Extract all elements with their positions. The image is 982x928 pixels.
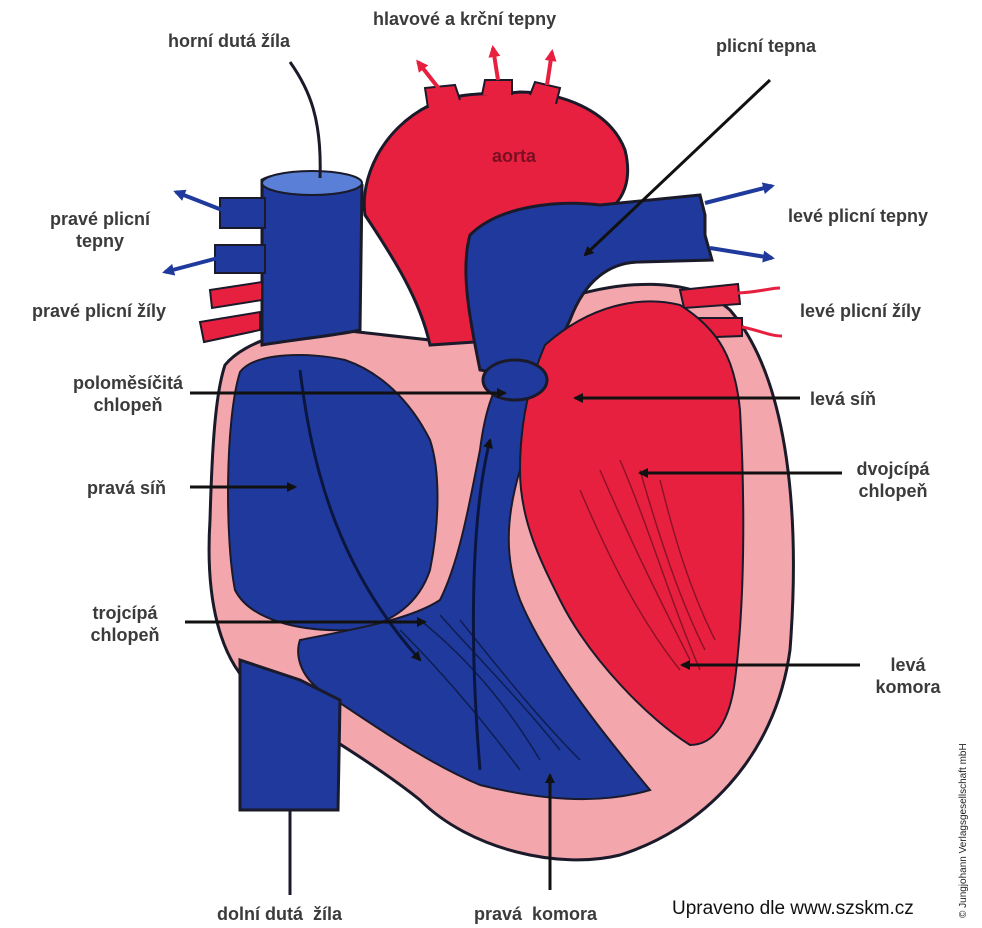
label-left-atrium: levá síň [810,389,877,409]
left-chordae [579,459,716,671]
right-pulm-vein-1 [208,280,263,310]
flow-curve-right-atrium [298,369,422,662]
svc-line [288,61,322,179]
left-pulm-artery-arrow-2 [709,246,775,263]
label-left-pulmonary-arteries: levé plicní tepny [788,206,929,226]
label-aorta: aorta [492,146,537,166]
left-pulm-vein-1 [678,282,742,310]
pointer-pulmonary-artery [583,78,772,257]
left-pulm-vein-tail-1 [737,286,781,295]
label-inferior-vena-cava: dolní dutá žíla [217,904,342,924]
label-superior-vena-cava: horní dutá žíla [168,31,291,51]
superior-vena-cava-vessel [260,171,364,347]
right-pulm-artery-arrow-1 [173,189,223,212]
label-bicuspid-valve: dvojcípá chlopeň [838,458,948,502]
label-right-pulmonary-arteries-line1: pravé plicní [49,209,151,229]
pulmonary-trunk-vessel [464,193,714,382]
label-tricuspid-valve-line1: trojcípá [92,603,158,623]
label-right-pulmonary-arteries: pravé plicní tepny [30,208,170,252]
label-tricuspid-valve-line2: chlopeň [90,625,160,645]
right-pulm-vein-2 [198,310,261,344]
head-artery-stub-2 [481,79,513,96]
right-pulm-artery-2 [214,244,266,274]
label-right-pulmonary-veins: pravé plicní žíly [32,301,167,321]
left-pulm-artery-arrow-1 [704,182,775,205]
svc-opening [261,170,363,196]
label-right-ventricle: pravá komora [474,904,598,924]
label-right-pulmonary-arteries-line2: tepny [75,231,124,251]
left-heart-chamber [518,300,745,747]
label-bicuspid-valve-line1: dvojcípá [856,459,930,479]
copyright-notice: © Jungjohann Verlagsgesellschaft mbH [958,743,969,918]
label-head-neck-arteries: hlavové a krční tepny [373,9,557,29]
label-right-atrium: pravá síň [87,478,167,498]
head-artery-stub-1 [423,83,461,109]
label-left-ventricle: levá komora [858,654,958,698]
right-pulm-artery-1 [219,197,266,229]
label-semilunar-valve: poloměsíčitá chlopeň [58,372,198,416]
label-pulmonary-artery: plicní tepna [716,36,817,56]
label-bicuspid-valve-line2: chlopeň [858,481,928,501]
label-semilunar-valve-line2: chlopeň [93,395,163,415]
head-artery-arrow-3 [544,49,557,86]
label-left-ventricle-line2: komora [875,677,941,697]
flow-curve-right-ventricle [471,438,493,771]
inferior-vena-cava-vessel [238,657,342,812]
label-left-pulmonary-veins: levé plicní žíly [800,301,922,321]
source-credit: Upraveno dle www.szskm.cz [672,898,914,919]
left-pulm-vein-tail-2 [741,325,783,338]
right-pulm-artery-arrow-2 [162,256,219,276]
label-tricuspid-valve: trojcípá chlopeň [70,602,180,646]
head-artery-arrow-1 [416,59,442,92]
right-atrium-chamber [227,354,439,632]
head-artery-arrow-2 [488,45,501,81]
label-left-ventricle-line1: levá [890,655,926,675]
label-semilunar-valve-line1: poloměsíčitá [72,373,184,393]
